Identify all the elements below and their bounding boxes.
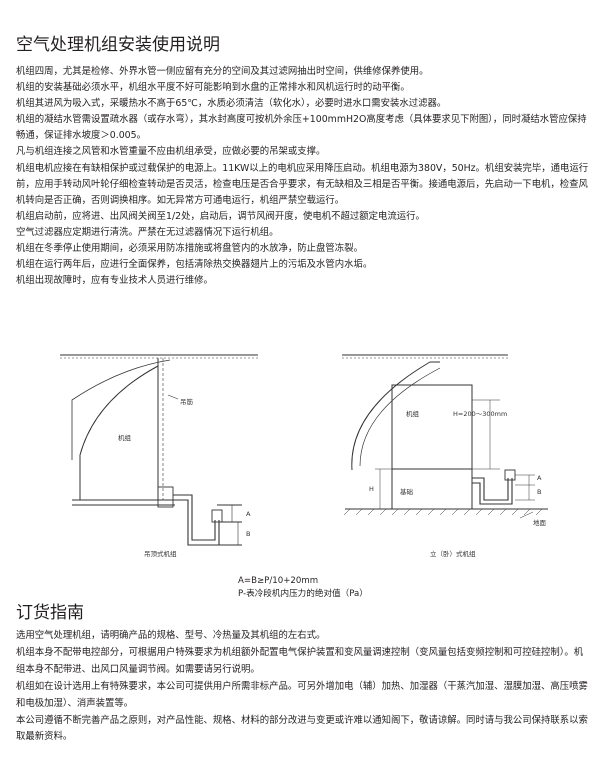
height-note: H=200～300mm <box>453 410 508 418</box>
floor-dim-a: A <box>537 474 542 482</box>
ceiling-unit-label: 机组 <box>118 434 131 442</box>
foundation-label: 基础 <box>400 488 413 496</box>
foundation-h-label: H <box>369 485 374 493</box>
floor-label: 地面 <box>533 519 546 527</box>
order-paragraph: 本公司遵循不断完善产品之原则，对产品性能、规格、材料的部分改进与变更或许难以通知… <box>16 714 588 743</box>
floor-unit-caption: 立（卧）式机组 <box>430 550 476 558</box>
ceiling-dim-b: B <box>246 530 251 538</box>
install-paragraph: 机组启动前，应将进、出风阀关阀至1/2处，启动后，调节风阀开度，使电机不超过额定… <box>16 210 425 222</box>
formula-note: P-表冷段机内压力的绝对值（Pa） <box>238 588 368 599</box>
floor-dim-b: B <box>537 488 542 496</box>
order-paragraph: 机组本身不配带电控部分，可根据用户特殊要求为机组额外配置电气保护装置和变风量调速… <box>16 646 584 675</box>
install-paragraph: 空气过滤器应定期进行清洗。严禁在无过滤器情况下运行机组。 <box>16 226 279 238</box>
ceiling-dim-a: A <box>246 510 251 518</box>
install-paragraph: 机组其进风为吸入式，采暖热水不高于65℃，水质必须清洁（软化水），必要时进水口需… <box>16 98 447 110</box>
install-title: 空气处理机组安装使用说明 <box>16 35 220 55</box>
hanger-label: 吊筋 <box>180 398 193 406</box>
install-paragraph: 机组电机应接在有缺相保护或过载保护的电源上。11KW以上的电机应采用降压启动。机… <box>16 162 589 206</box>
install-paragraph: 机组的安装基础必须水平，机组水平度不好可能影响到水盘的正常排水和风机运行时的动平… <box>16 82 410 94</box>
install-instructions: 机组四周，尤其是检修、外界水管一侧应留有充分的空间及其过滤网抽出时空间，供维修保… <box>16 64 592 289</box>
order-paragraph: 选用空气处理机组，请明确产品的规格、型号、冷热量及其机组的左右式。 <box>16 630 326 641</box>
floor-unit-label: 机组 <box>406 410 419 418</box>
install-paragraph: 凡与机组连接之风管和水管重量不应由机组承受，应做必要的吊架或支撑。 <box>16 146 326 158</box>
ceiling-unit-caption: 吊顶式机组 <box>144 550 177 558</box>
install-paragraph: 机组在冬季停止使用期间，必须采用防冻措施或将盘管内的水放净，防止盘管冻裂。 <box>16 243 363 255</box>
install-paragraph: 机组的凝结水管需设置疏水器（或存水弯），其水封高度可按机外余压+100mmH2O… <box>16 114 587 142</box>
install-paragraph: 机组四周，尤其是检修、外界水管一侧应留有充分的空间及其过滤网抽出时空间，供维修保… <box>16 66 429 77</box>
install-paragraph: 机组在运行两年后，应进行全面保养，包括清除热交换器翅片上的污垢及水管内水垢。 <box>16 259 373 271</box>
order-guide: 选用空气处理机组，请明确产品的规格、型号、冷热量及其机组的左右式。 机组本身不配… <box>16 628 592 746</box>
formula-text: A=B≥P/10+20mm <box>238 576 319 586</box>
order-title: 订货指南 <box>16 603 84 623</box>
drain-formula: A=B≥P/10+20mm P-表冷段机内压力的绝对值（Pa） <box>238 575 368 600</box>
order-paragraph: 机组如在设计选用上有特殊要求，本公司可提供用户所需非标产品。可另外增加电（辅）加… <box>16 680 588 709</box>
install-paragraph: 机组出现故障时，应有专业技术人员进行维修。 <box>16 275 213 287</box>
